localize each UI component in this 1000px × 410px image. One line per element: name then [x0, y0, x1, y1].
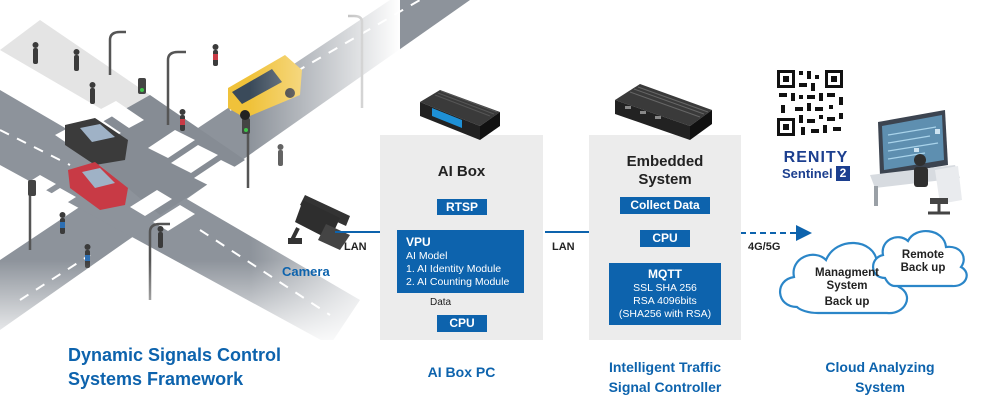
- vpu-line-2: 2. AI Counting Module: [406, 276, 510, 288]
- brand-badge: 2: [836, 166, 850, 181]
- embedded-caption-2: Signal Controller: [608, 379, 722, 395]
- brand-product: Sentinel: [782, 166, 833, 181]
- remote-backup-cloud: [872, 229, 968, 288]
- remote-line-2: Back up: [900, 262, 946, 274]
- framework-title-line-1: Dynamic Signals Control: [68, 345, 282, 365]
- embedded-caption-1: Intelligent Traffic: [608, 359, 721, 375]
- camera-label: Camera: [282, 264, 330, 279]
- framework-title-line-2: Systems Framework: [68, 369, 244, 389]
- mqtt-title: MQTT: [648, 267, 682, 281]
- brand-name: RENITY: [783, 149, 849, 166]
- management-backup: Back up: [824, 296, 870, 308]
- car-dark: [65, 118, 128, 165]
- lan-label-1: LAN: [344, 241, 367, 253]
- management-line-1: Managment: [815, 267, 879, 279]
- ai-box-caption: AI Box PC: [427, 364, 496, 380]
- embedded-cpu: CPU: [640, 230, 690, 247]
- rtsp-box: RTSP: [437, 199, 487, 215]
- vpu-line-0: AI Model: [406, 250, 448, 262]
- ai-box-cpu: CPU: [437, 315, 487, 332]
- embedded-title-2: System: [638, 171, 692, 188]
- cloud-caption-2: System: [855, 379, 905, 395]
- cloud-caption-1: Cloud Analyzing: [825, 359, 935, 375]
- vpu-title: VPU: [406, 235, 431, 249]
- management-line-2: System: [826, 280, 868, 292]
- ai-box-title: AI Box: [437, 163, 486, 180]
- vpu-box: VPU AI Model 1. AI Identity Module 2. AI…: [397, 230, 524, 293]
- mqtt-line-2: (SHA256 with RSA): [618, 308, 712, 320]
- mqtt-line-1: RSA 4096bits: [633, 295, 697, 307]
- lan-label-2: LAN: [552, 241, 575, 253]
- embedded-title-1: Embedded: [626, 153, 704, 170]
- car-red: [68, 162, 128, 210]
- wan-label: 4G/5G: [748, 241, 781, 253]
- collect-data-box: Collect Data: [620, 197, 710, 214]
- mqtt-line-0: SSL SHA 256: [633, 282, 697, 294]
- data-label: Data: [430, 297, 452, 308]
- remote-line-1: Remote: [901, 249, 945, 261]
- mqtt-box: MQTT SSL SHA 256 RSA 4096bits (SHA256 wi…: [609, 263, 721, 325]
- vpu-line-1: 1. AI Identity Module: [406, 263, 502, 275]
